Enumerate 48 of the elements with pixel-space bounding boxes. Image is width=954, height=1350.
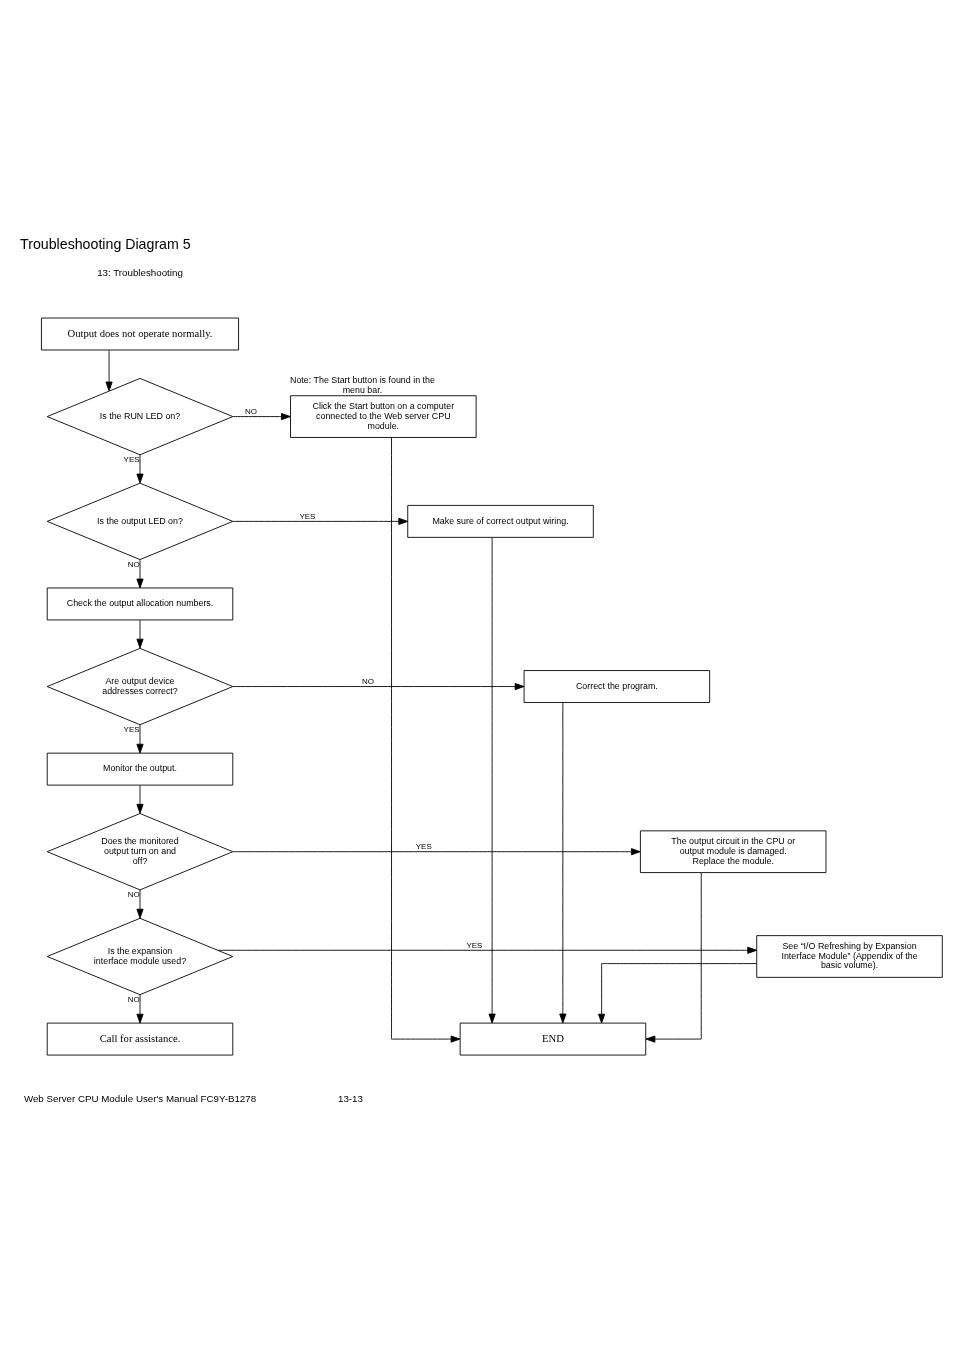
node-box: Make sure of correct output wiring. — [407, 504, 594, 538]
arrow — [598, 963, 757, 1024]
node-diamond: Is the output LED on? — [46, 482, 234, 560]
edge-label: YES — [123, 725, 140, 735]
arrow — [136, 889, 144, 919]
node-box: Call for assistance. — [46, 1022, 234, 1056]
node-box: See “I/O Refreshing by Expansion Interface Module” (Appendix of the basic volume). — [756, 935, 943, 978]
edge-label: NO — [127, 559, 140, 569]
edge-label: YES — [415, 842, 432, 852]
node-diamond: Is the RUN LED on? — [46, 377, 234, 456]
node-diamond: Does the monitored output turn on and off? — [46, 813, 234, 891]
arrow — [232, 517, 409, 525]
arrow — [105, 349, 113, 392]
label: 13-13 — [337, 1092, 363, 1104]
arrow — [136, 724, 144, 754]
label: 13: Troubleshooting — [97, 267, 183, 279]
arrow — [136, 994, 144, 1024]
node-box: Click the Start button on a computer connected to the Web server CPU module. — [290, 395, 477, 438]
arrow — [488, 537, 496, 1024]
arrow — [136, 785, 144, 814]
arrow — [391, 437, 461, 1043]
node-diamond: Is the expansion interface module used? — [46, 917, 234, 996]
edge-label: NO — [127, 995, 140, 1005]
arrow — [217, 946, 758, 954]
arrow — [232, 413, 291, 421]
arrow — [559, 702, 567, 1024]
node-label: Note: The Start button is found in the menu bar. — [290, 375, 435, 396]
node-box: END — [459, 1022, 647, 1056]
arrow — [136, 619, 144, 649]
node-diamond: Are output device addresses correct? — [46, 647, 234, 726]
edge-label: YES — [299, 511, 316, 521]
arrow — [232, 683, 525, 691]
node-box: The output circuit in the CPU or output module is damaged. Replace the module. — [639, 830, 827, 874]
edge-label: YES — [466, 940, 483, 950]
edge-label: NO — [127, 890, 140, 900]
arrow — [136, 559, 144, 589]
node-box: Correct the program. — [523, 670, 711, 703]
edge-label: NO — [361, 677, 374, 687]
diagram-title: Troubleshooting Diagram 5 — [20, 236, 191, 253]
arrow — [232, 848, 641, 856]
arrow — [645, 872, 702, 1043]
edge-label: YES — [123, 455, 140, 465]
edge-label: NO — [245, 407, 258, 417]
label: Web Server CPU Module User's Manual FC9Y-B1278 — [23, 1092, 257, 1104]
node-box: Output does not operate normally. — [41, 317, 239, 351]
node-box: Check the output allocation numbers. — [46, 587, 234, 621]
node-box: Monitor the output. — [46, 752, 234, 786]
arrow — [136, 454, 144, 484]
